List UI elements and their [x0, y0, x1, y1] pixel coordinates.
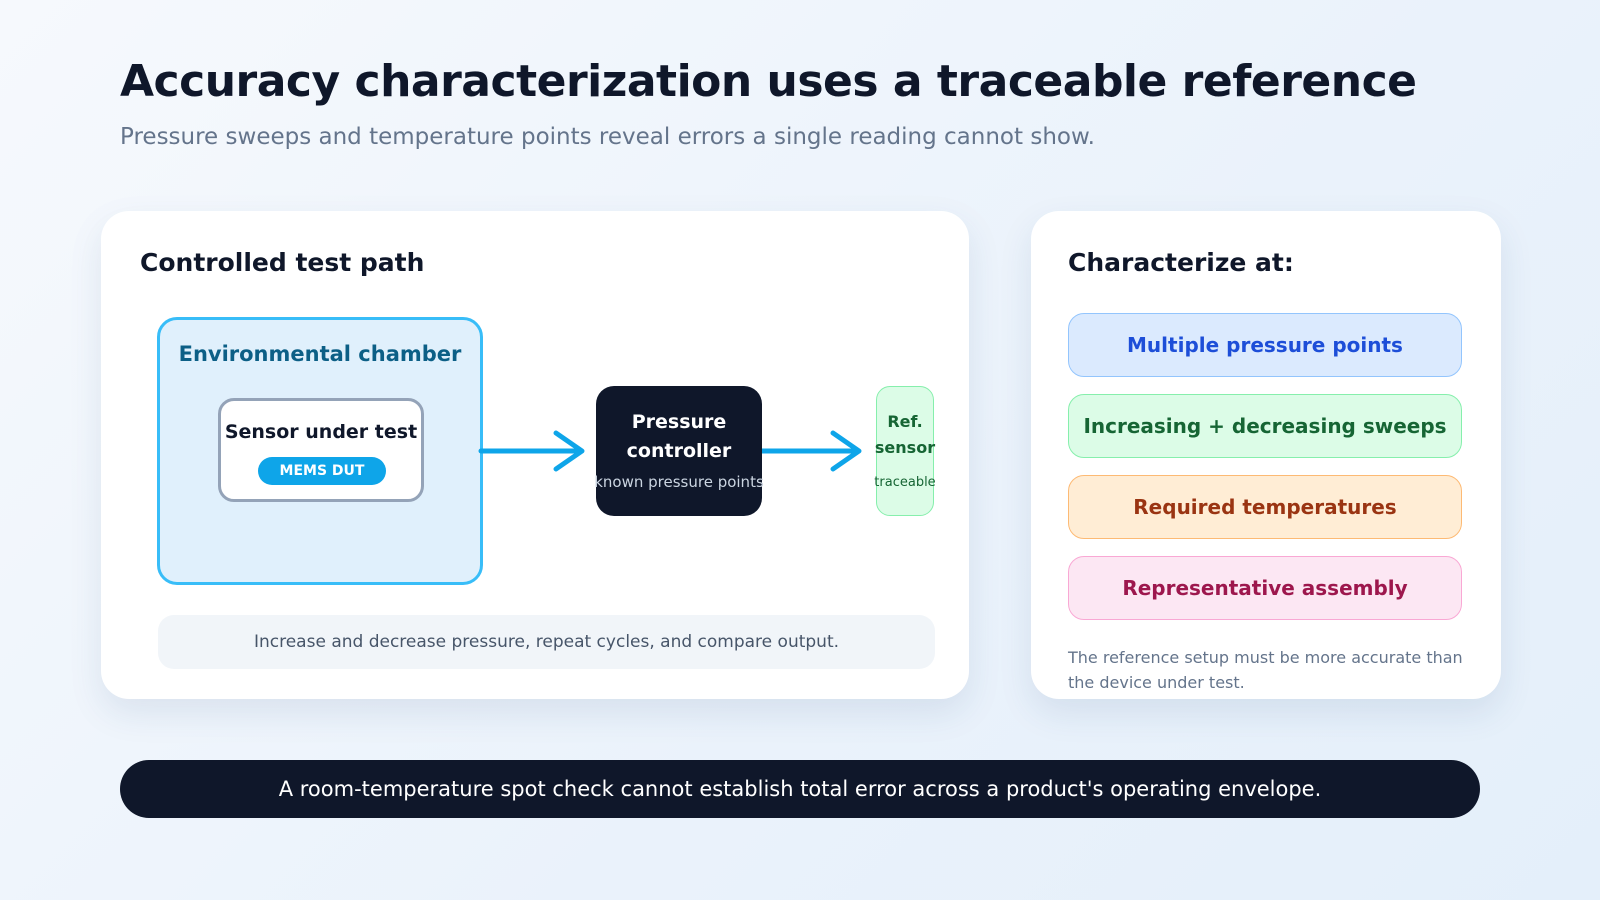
reference-label-line1: Ref.	[887, 412, 923, 431]
characterize-item-temperatures: Required temperatures	[1068, 475, 1462, 539]
arrow-controller-to-reference	[753, 430, 862, 472]
page-subtitle: Pressure sweeps and temperature points r…	[120, 124, 1095, 150]
characterize-item-assembly: Representative assembly	[1068, 556, 1462, 620]
reference-sensor: Ref. sensor traceable	[874, 386, 936, 516]
characterize-note: The reference setup must be more accurat…	[1068, 648, 1463, 692]
controller-label-line2: controller	[626, 440, 732, 462]
characterize-item-pressure-points: Multiple pressure points	[1068, 313, 1462, 377]
controller-label: Pressure controller	[596, 408, 762, 466]
controller-label-line1: Pressure	[631, 411, 727, 433]
footer-banner: A room-temperature spot check cannot est…	[120, 760, 1480, 818]
reference-label-line2: sensor	[874, 438, 936, 457]
chamber-label: Environmental chamber	[178, 342, 462, 366]
dut-label: Sensor under test	[224, 421, 418, 443]
page-title: Accuracy characterization uses a traceab…	[120, 56, 1417, 107]
sensor-under-test-box: Sensor under test MEMS DUT	[218, 398, 424, 502]
test-path-note: Increase and decrease pressure, repeat c…	[158, 615, 935, 669]
test-path-card: Controlled test path Environmental chamb…	[101, 211, 969, 699]
characterize-title: Characterize at:	[1068, 248, 1294, 277]
environmental-chamber: Environmental chamber Sensor under test …	[157, 317, 483, 585]
arrow-chamber-to-controller	[478, 430, 585, 472]
pressure-controller: Pressure controller known pressure point…	[594, 386, 764, 516]
controller-sublabel: known pressure points	[594, 473, 764, 491]
reference-label: Ref. sensor	[871, 409, 939, 461]
characterize-card: Characterize at: Multiple pressure point…	[1031, 211, 1501, 699]
test-path-title: Controlled test path	[140, 248, 425, 277]
dut-badge: MEMS DUT	[258, 457, 386, 485]
reference-sublabel: traceable	[874, 475, 936, 490]
characterize-item-sweeps: Increasing + decreasing sweeps	[1068, 394, 1462, 458]
